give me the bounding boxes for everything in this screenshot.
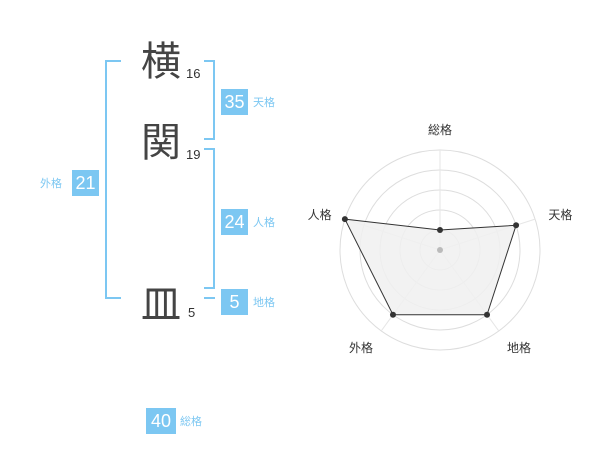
tenkaku-label: 天格 [253,96,275,109]
radar-axis-label-tenkaku: 天格 [548,207,572,222]
name-char-3: 皿 [141,282,181,328]
radar-area [344,218,517,316]
chikaku-connector [204,297,215,299]
soukaku-value-badge: 40 [146,408,176,434]
radar-axis-label-gaikaku: 外格 [349,340,373,355]
chikaku-label: 地格 [253,296,275,309]
jinkaku-label: 人格 [253,216,275,229]
radar-axis-label-chikaku: 地格 [507,340,531,355]
radar-axis-label-soukaku: 総格 [428,122,452,137]
soukaku-label: 総格 [180,415,202,428]
gaikaku-value-badge: 21 [72,170,99,196]
radar-point [341,216,348,223]
tenkaku-value-badge: 35 [221,89,248,115]
radar-point [484,311,491,318]
name-char-3-strokes: 5 [188,305,196,320]
gaikaku-label: 外格 [40,177,62,190]
chikaku-value-badge: 5 [221,289,248,315]
name-char-1: 横 [141,39,181,85]
name-char-2-strokes: 19 [186,147,201,162]
jinkaku-value-badge: 24 [221,209,248,235]
radar-center-dot [437,247,443,253]
radar-point [389,311,396,318]
radar-point [437,227,443,233]
radar-point [513,222,520,229]
name-char-1-strokes: 16 [186,66,201,81]
name-char-2: 関 [141,120,181,166]
radar-axis-label-jinkaku: 人格 [308,207,332,222]
